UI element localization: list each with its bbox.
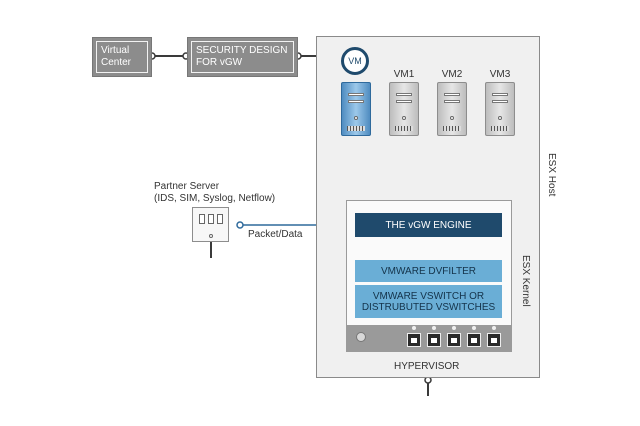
server-icon-vm3 [485, 82, 515, 136]
partner-server-title: Partner Server [154, 181, 220, 192]
ethernet-port-icon [407, 333, 421, 347]
ethernet-port-icon [447, 333, 461, 347]
ethernet-port-icon [467, 333, 481, 347]
security-design-label: SECURITY DESIGN FOR vGW [191, 41, 294, 73]
partner-server-detail: (IDS, SIM, Syslog, Netflow) [154, 193, 276, 204]
dvfilter-block: VMWARE DVFILTER [355, 260, 502, 282]
vm-circle-label: VM [348, 56, 362, 66]
packet-data-label: Packet/Data [248, 229, 303, 240]
vswitch-label-line1: VMWARE VSWITCH OR [372, 290, 485, 302]
server-icon-vm2 [437, 82, 467, 136]
ethernet-port-icon [427, 333, 441, 347]
nic-led-icon [432, 326, 436, 330]
virtual-center-box: Virtual Center [92, 37, 152, 77]
vgw-engine-block: THE vGW ENGINE [355, 213, 502, 237]
server-icon-vm1 [389, 82, 419, 136]
partner-server-icon [192, 207, 229, 242]
server-icon-vgw [341, 82, 371, 136]
esx-host-label: ESX Host [546, 153, 557, 197]
hypervisor-label: HYPERVISOR [394, 361, 460, 372]
vm1-label: VM1 [393, 69, 415, 80]
vgw-engine-label: THE vGW ENGINE [385, 219, 472, 231]
vswitch-block: VMWARE VSWITCH OR DISTRUBUTED VSWITCHES [355, 285, 502, 318]
nic-led-icon [492, 326, 496, 330]
nic-led-icon [412, 326, 416, 330]
dvfilter-label: VMWARE DVFILTER [380, 265, 476, 277]
virtual-center-label: Virtual Center [96, 41, 148, 73]
vm2-label: VM2 [441, 69, 463, 80]
vm-circle: VM [341, 47, 369, 75]
esx-kernel-label: ESX Kernel [520, 255, 531, 307]
vm3-label: VM3 [489, 69, 511, 80]
vswitch-label-line2: DISTRUBUTED VSWITCHES [361, 301, 496, 313]
nic-led-icon [452, 326, 456, 330]
nic-led-icon [472, 326, 476, 330]
power-knob-icon [356, 332, 366, 342]
security-design-box: SECURITY DESIGN FOR vGW [187, 37, 298, 77]
ethernet-port-icon [487, 333, 501, 347]
